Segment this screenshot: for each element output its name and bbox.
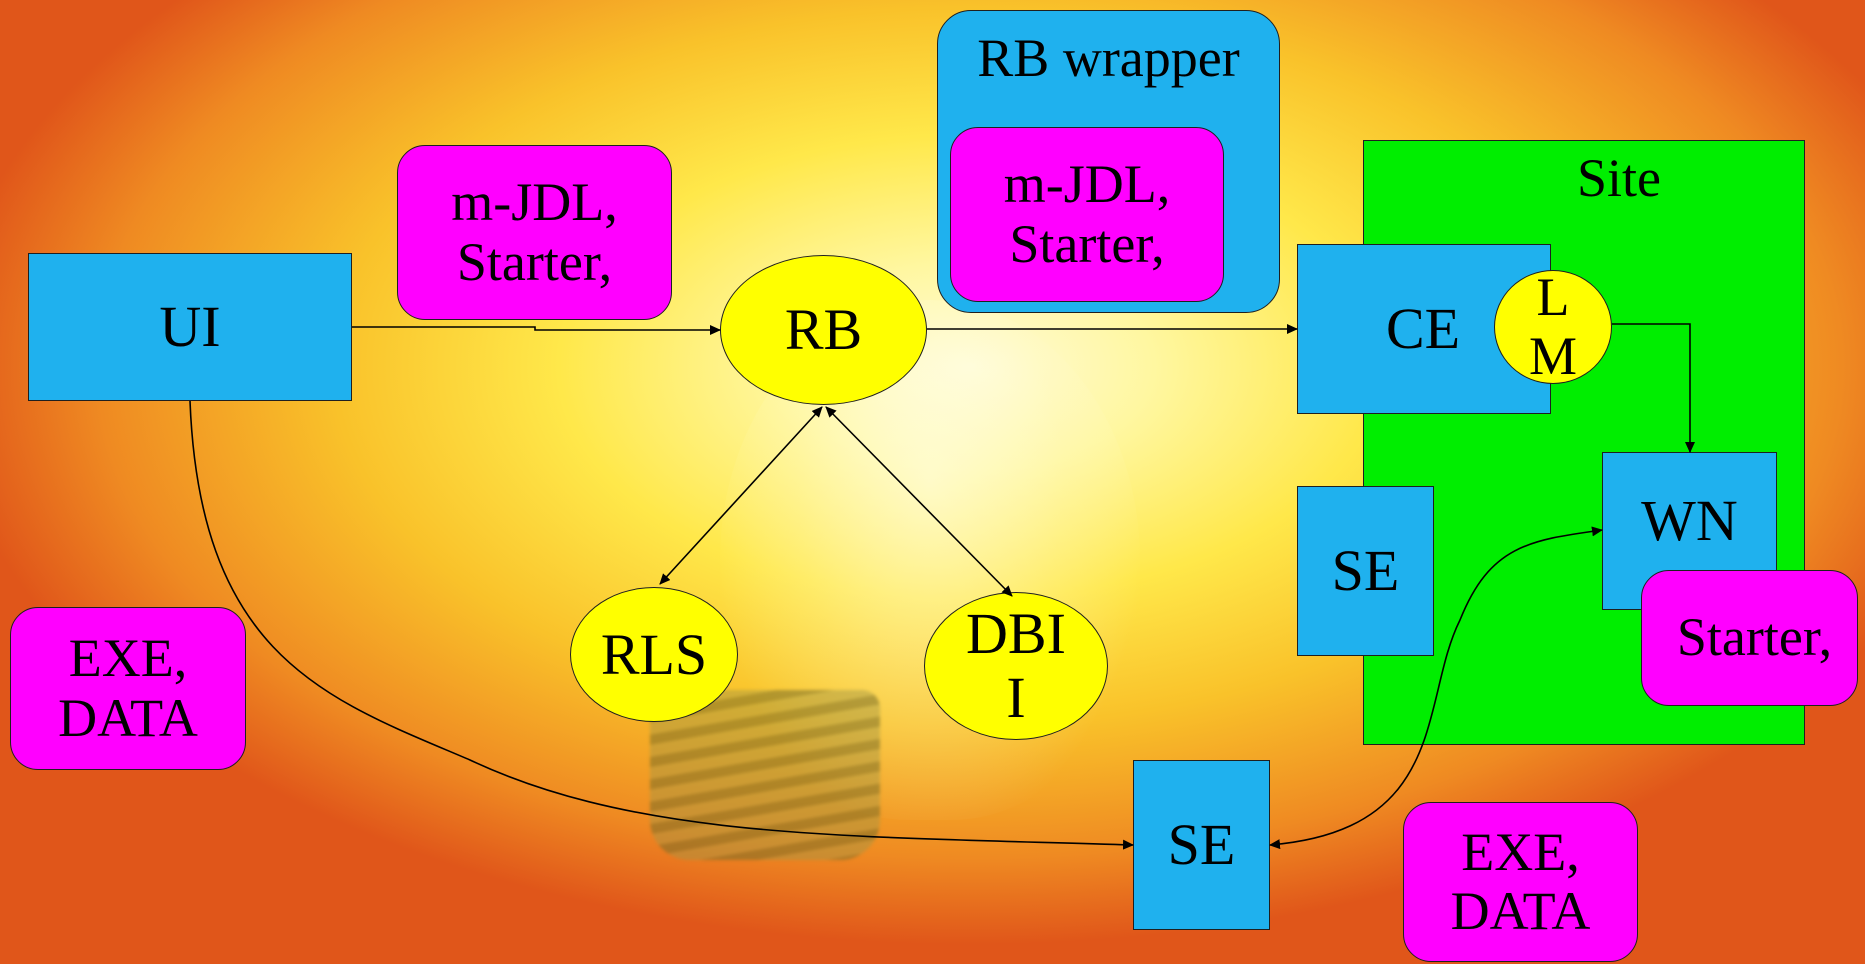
- ui-label: UI: [159, 294, 221, 360]
- rb-dbii-arrow: [825, 406, 1013, 597]
- wn-starter-label: Starter,: [1676, 607, 1833, 668]
- mjdl-line1: m-JDL,: [451, 172, 618, 233]
- wrapper-mjdl-line2: Starter,: [1009, 213, 1165, 274]
- rls-node: RLS: [570, 587, 738, 722]
- dbii-line2: I: [1006, 665, 1026, 730]
- dbii-node: DBI I: [924, 592, 1108, 740]
- exe-right-line2: DATA: [1450, 881, 1591, 941]
- rls-label: RLS: [600, 621, 708, 687]
- dbii-line1: DBI: [966, 601, 1066, 667]
- lm-node: L M: [1494, 266, 1612, 386]
- rb-label: RB: [784, 297, 863, 363]
- lightbulb-base-decoration: [650, 690, 880, 860]
- ce-label: CE: [1386, 296, 1461, 362]
- rb-node: RB: [720, 255, 927, 405]
- mjdl-line2: Starter,: [456, 231, 613, 292]
- lm-line2: M: [1528, 326, 1577, 386]
- exe-left-line1: EXE,: [68, 628, 188, 689]
- rb-rls-arrow: [659, 406, 823, 585]
- lm-to-wn-arrow: [1612, 323, 1695, 453]
- ui-box: UI: [28, 253, 352, 401]
- wn-starter-note: Starter,: [1641, 570, 1858, 706]
- exe-left-line2: DATA: [58, 687, 198, 748]
- exe-data-left-note: EXE, DATA: [10, 607, 246, 770]
- lm-line1: L: [1536, 266, 1570, 327]
- mjdl-note: m-JDL, Starter,: [397, 145, 672, 320]
- wrapper-mjdl-line1: m-JDL,: [1003, 154, 1171, 215]
- rb-wrapper-label: RB wrapper: [977, 28, 1240, 88]
- se-wn-arrow: [1269, 526, 1603, 850]
- wrapper-mjdl-note: m-JDL, Starter,: [950, 127, 1224, 302]
- wn-label: WN: [1641, 488, 1738, 553]
- bottom-se-box: SE: [1133, 760, 1270, 930]
- site-label: Site: [1576, 148, 1661, 208]
- ui-to-rb-arrow: [352, 325, 721, 335]
- bottom-se-label: SE: [1167, 812, 1236, 878]
- ui-to-se-arrow: [189, 400, 1134, 850]
